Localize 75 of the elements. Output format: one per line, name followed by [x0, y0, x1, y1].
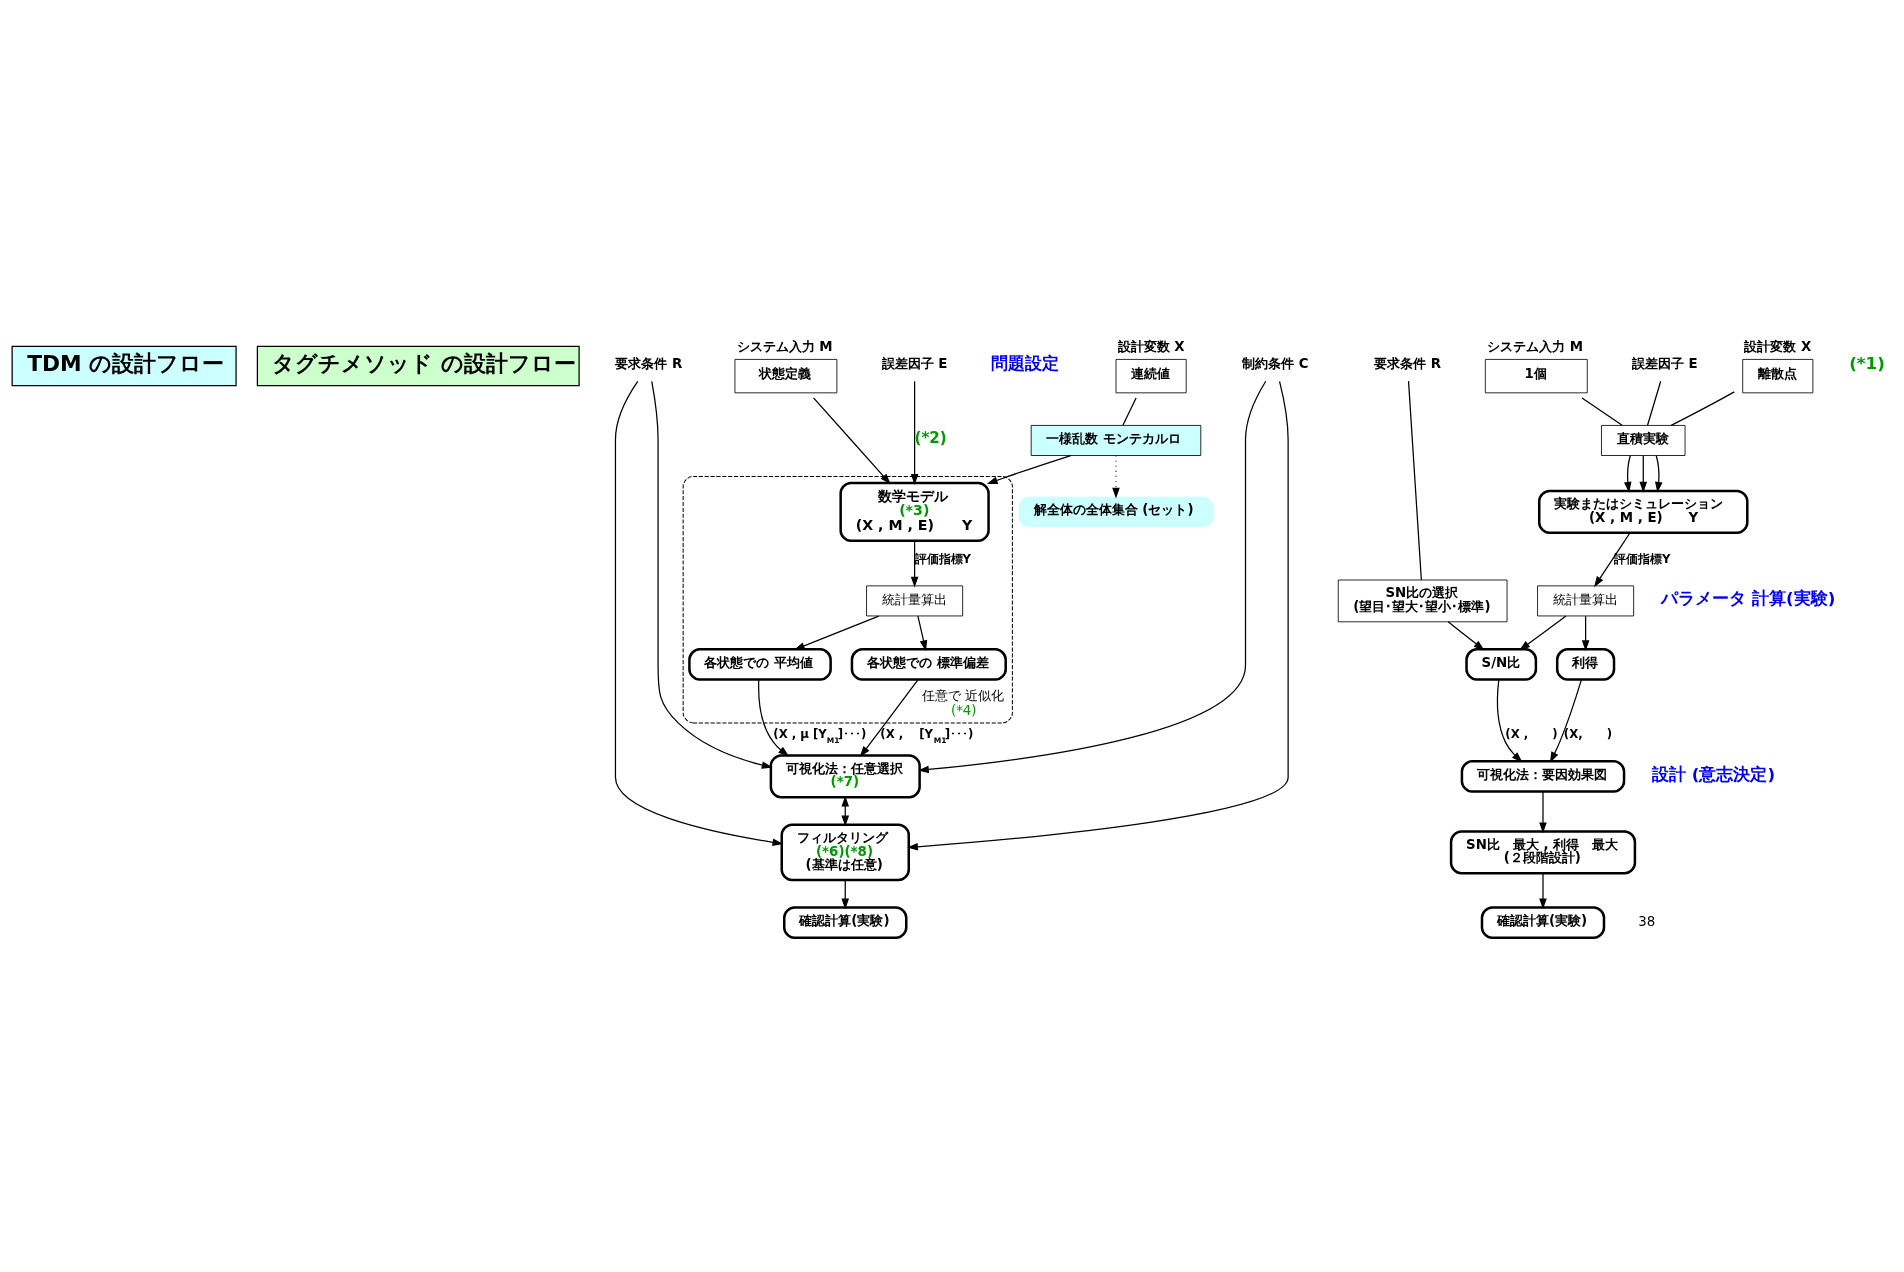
arrow: [1112, 455, 1120, 499]
node-box: SN比の選択 (望目･望大･望小･標準): [1337, 579, 1508, 623]
arrow: [793, 615, 880, 650]
node-box: 1個: [1484, 359, 1588, 394]
arrow: [1539, 790, 1547, 834]
edge-label: (X , ): [1505, 727, 1558, 742]
label: 38: [1638, 913, 1656, 929]
arrow: [1549, 679, 1583, 763]
connector: [1407, 380, 1422, 581]
connector: [1646, 380, 1662, 426]
arrow: [1655, 455, 1663, 493]
arrow: [758, 678, 790, 757]
node-box: 可視化法：要因効果図: [1460, 760, 1626, 793]
arrow: [1539, 872, 1547, 910]
node-box: 確認計算(実験): [1480, 906, 1606, 939]
arrow: [841, 879, 850, 910]
arrow: [1447, 621, 1485, 651]
arrow: [859, 678, 919, 757]
edge-label: (X, ): [1563, 727, 1613, 742]
node-box: 各状態での 平均値: [688, 648, 832, 681]
node-box: 実験またはシミュレーション (X , M , E) Y: [1537, 489, 1749, 535]
node-box: 連続値: [1115, 359, 1187, 394]
arrow: [1496, 679, 1523, 763]
arrow: [907, 380, 1289, 851]
node-box: 直積実験: [1601, 425, 1686, 456]
label: 問題設定: [990, 353, 1059, 374]
node-box: 利得: [1555, 648, 1616, 681]
node-text: 要求条件 R: [1374, 356, 1442, 372]
edge-label: (X , [Y$_{M1}$]･･･): [880, 727, 974, 745]
node-box: 状態定義: [734, 359, 838, 394]
node-box: 確認計算(実験): [783, 906, 908, 939]
arrow: [910, 540, 919, 588]
label: (*1): [1849, 353, 1885, 374]
node-box: 解全体の全体集合 (セット): [1018, 496, 1214, 527]
node-text: 制約条件 C: [1242, 356, 1309, 372]
node-text: 誤差因子 E: [881, 356, 948, 372]
node-box: 離散点: [1742, 359, 1814, 394]
arrow: [614, 380, 784, 846]
arrow: [1581, 615, 1590, 652]
node-text: 要求条件 R: [615, 356, 683, 372]
node-label: 設計変数 X: [1744, 338, 1812, 354]
edge-label: (*2): [914, 429, 947, 448]
node-box: 統計量算出: [866, 585, 964, 617]
arrow: [917, 615, 928, 652]
arrow: [812, 397, 891, 485]
connector: [1122, 397, 1137, 426]
node-label: システム入力 M: [1487, 338, 1583, 354]
node-box: フィルタリング (*6)(*8) (基準は任意): [780, 823, 910, 882]
node-box: SN比 最大 , 利得 最大 (２段階設計): [1449, 830, 1637, 875]
node-label: システム入力 M: [736, 338, 833, 354]
edge-label: (X , μ [Y$_{M1}$]･･･): [773, 727, 867, 745]
arrow: [910, 380, 919, 485]
arrow: [1594, 532, 1631, 588]
arrow: [1519, 615, 1567, 651]
node-label: 設計変数 X: [1117, 338, 1185, 354]
node-box: 可視化法：任意選択 (*7): [769, 754, 921, 799]
arrow: [986, 454, 1072, 484]
arrow: [1639, 455, 1648, 493]
node-box: TDM の設計フロー: [11, 345, 237, 387]
node-box: 統計量算出: [1537, 585, 1635, 617]
connector: [1581, 397, 1623, 426]
arrow: [651, 380, 773, 769]
node-box: 一様乱数 モンテカルロ: [1030, 425, 1202, 456]
label: 設計 (意志決定): [1652, 763, 1776, 784]
node-text: 誤差因子 E: [1631, 356, 1698, 372]
connector: [1670, 391, 1735, 426]
node-box: 数学モデル (*3) (X , M , E) Y: [839, 481, 990, 542]
node-box: 各状態での 標準偏差: [850, 648, 1007, 681]
arrow: [1624, 455, 1632, 493]
label: パラメータ 計算(実験): [1661, 588, 1836, 609]
node-box: タグチメソッド の設計フロー: [256, 345, 580, 387]
edge-label: 評価指標Y: [1614, 551, 1671, 566]
arrow: [917, 380, 1267, 774]
edge-label: 評価指標Y: [914, 551, 972, 566]
node-box: S/N比: [1465, 648, 1538, 681]
